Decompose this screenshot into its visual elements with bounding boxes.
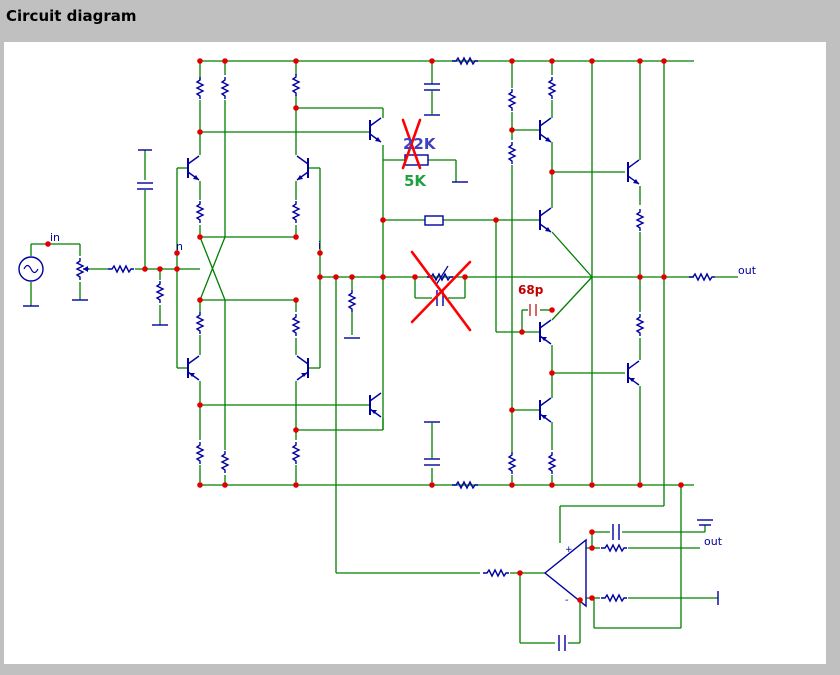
op-amp	[543, 538, 587, 608]
diagram-panel: in n i out out 22K 5K 68p + -	[4, 42, 826, 664]
sine-wave-icon	[23, 264, 39, 274]
label-i: i	[318, 239, 321, 252]
label-n: n	[176, 240, 183, 253]
signal-source	[18, 256, 44, 282]
label-in: in	[50, 231, 60, 244]
input-potentiometer	[76, 257, 89, 281]
capacitor-68p	[529, 304, 537, 316]
label-68p: 68p	[518, 283, 544, 297]
bias-resistor	[424, 215, 444, 226]
label-out-main: out	[738, 264, 757, 277]
label-5k: 5K	[404, 172, 427, 190]
wires	[30, 60, 738, 644]
compensation-network	[426, 265, 454, 307]
label-22k: 22K	[403, 135, 437, 153]
junction-nodes	[45, 58, 684, 603]
title-bar: Circuit diagram	[0, 0, 840, 42]
opamp-minus-label: -	[565, 595, 569, 606]
label-out-opamp: out	[704, 535, 723, 548]
circuit-diagram: in n i out out 22K 5K 68p + -	[18, 57, 757, 652]
removed-marks	[401, 118, 472, 332]
opamp-plus-label: +	[565, 545, 573, 555]
page-title: Circuit diagram	[6, 7, 137, 25]
components	[18, 57, 719, 652]
